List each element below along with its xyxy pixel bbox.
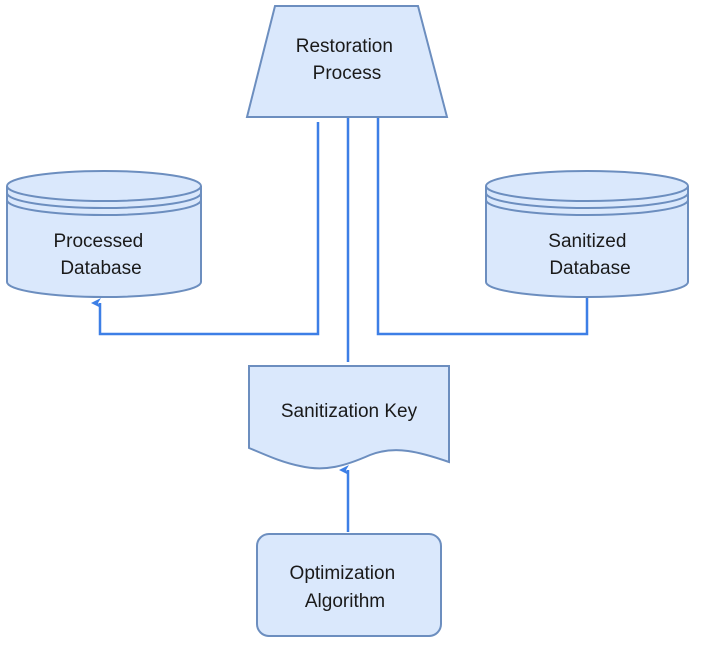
node-optimization-algorithm[interactable]: Optimization Algorithm	[256, 533, 442, 637]
sanitization-key-label: Sanitization Key	[281, 401, 418, 422]
sanitized-database-line-2: Database	[549, 258, 630, 279]
trapezoid-shape	[245, 5, 449, 118]
cylinder-ring-2	[6, 199, 202, 216]
cylinder-ring-1	[485, 192, 689, 209]
cylinder-ring-2	[485, 199, 689, 216]
processed-database-line-1: Processed	[53, 231, 143, 252]
restoration-process-line-2: Process	[313, 63, 382, 84]
sanitized-database-label: Sanitized Database	[548, 231, 631, 279]
sanitized-database-line-1: Sanitized	[548, 231, 626, 252]
restoration-process-line-1: Restoration	[296, 36, 393, 57]
processed-database-line-2: Database	[60, 258, 141, 279]
node-sanitized-database[interactable]: Sanitized Database	[485, 170, 689, 298]
processed-database-label: Processed Database	[53, 231, 148, 279]
cylinder-ring-1	[6, 192, 202, 209]
node-processed-database[interactable]: Processed Database	[6, 170, 202, 298]
restoration-process-label: Restoration Process	[296, 36, 398, 84]
optimization-algorithm-line-1: Optimization	[290, 563, 396, 584]
node-restoration-process[interactable]: Restoration Process	[245, 5, 449, 118]
edges	[91, 109, 589, 532]
document-shape	[248, 365, 450, 470]
cylinder-top	[485, 170, 689, 202]
optimization-algorithm-label: Optimization Algorithm	[290, 563, 401, 612]
cylinder-top	[6, 170, 202, 202]
edge-restoration-to-processed-db	[91, 122, 320, 336]
optimization-algorithm-line-2: Algorithm	[305, 591, 385, 612]
edge-sanitized-db-to-restoration	[369, 109, 589, 336]
rounded-rectangle-shape	[256, 533, 442, 637]
node-sanitization-key[interactable]: Sanitization Key	[248, 365, 450, 470]
